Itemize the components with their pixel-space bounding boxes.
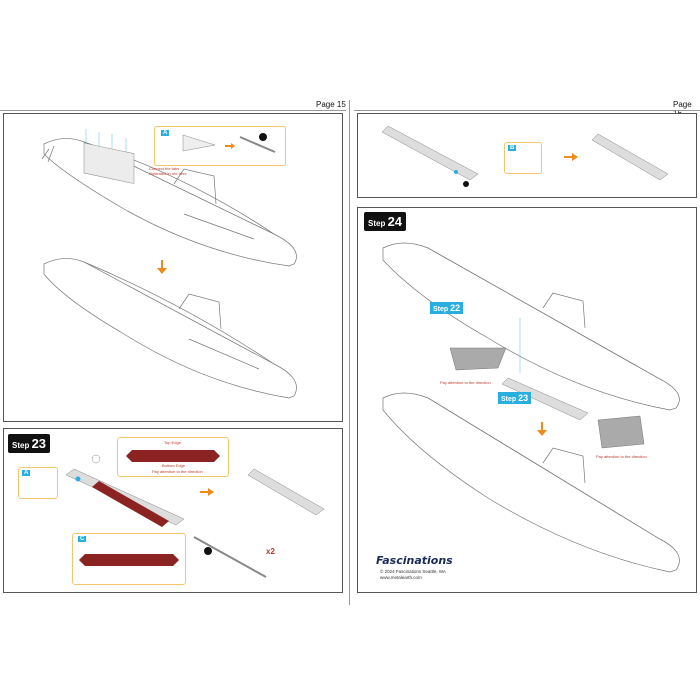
part-mark-c: C xyxy=(78,536,87,542)
multiplier-label: x2 xyxy=(266,547,275,556)
step-24-badge: Step 24 xyxy=(364,212,407,231)
part-detail-box: A xyxy=(154,126,286,166)
step-23-panel: Step 23 A Top Edge Bottom Edge Pay atten… xyxy=(3,428,343,593)
callout-step-22: Step 22 xyxy=(430,302,464,314)
part-c-illustration xyxy=(79,554,179,566)
part-mark-a: A xyxy=(161,130,170,136)
step-22b-illustration xyxy=(381,125,669,187)
part-mark-a2: A xyxy=(22,470,31,476)
connect-tabs-note: Connect the tabs Illustrated in red here xyxy=(149,166,187,176)
callout-step-23: Step 23 xyxy=(498,392,532,404)
step-23-illustration xyxy=(65,454,325,527)
callout-23-prefix: Step xyxy=(501,396,517,403)
edge-guide-illustration xyxy=(126,450,220,462)
step-23-badge: Step 23 xyxy=(8,434,51,453)
part-a-box: A xyxy=(18,467,58,499)
top-edge-note: Top Edge xyxy=(164,440,181,445)
page-divider xyxy=(349,100,350,605)
step-24-prefix: Step xyxy=(368,219,386,228)
step-24-illustration xyxy=(382,242,680,573)
page-15-rule xyxy=(0,110,346,111)
pay-attention-note-2: Pay attention to the direction xyxy=(440,380,491,385)
copyright-text: © 2024 Fascinations Seattle, WA xyxy=(380,569,446,574)
page-number-15: Page 15 xyxy=(316,100,346,109)
step-23-number: 23 xyxy=(31,436,47,451)
part-b-box: B xyxy=(504,142,542,174)
step-24-panel: Step 24 Step 22 Step 23 Pay attention to… xyxy=(357,207,697,593)
step-23-prefix: Step xyxy=(12,441,30,450)
page-16-rule xyxy=(354,110,700,111)
pay-attention-note-1: Pay attention to the direction xyxy=(152,469,203,474)
bottom-edge-note: Bottom Edge xyxy=(162,463,186,468)
pay-attention-note-3: Pay attention to the direction xyxy=(596,454,647,459)
callout-23-number: 23 xyxy=(518,393,529,403)
brand-logo: Fascinations xyxy=(376,554,453,567)
callout-22-prefix: Step xyxy=(433,306,449,313)
step-24-number: 24 xyxy=(387,214,403,229)
submarine-illustration-top xyxy=(41,129,297,399)
edge-guide-box: Top Edge Bottom Edge Pay attention to th… xyxy=(117,437,229,477)
website-text: www.metalearth.com xyxy=(380,575,422,580)
callout-22-number: 22 xyxy=(450,303,461,313)
part-c-box: C xyxy=(72,533,186,585)
step-22b-panel: B xyxy=(357,113,697,198)
step-22-panel: A Connect the tabs Illustrated in red he… xyxy=(3,113,343,422)
part-detail-illustration xyxy=(182,133,276,153)
part-mark-b: B xyxy=(508,145,517,151)
step-23-bar-illustration xyxy=(193,536,267,578)
